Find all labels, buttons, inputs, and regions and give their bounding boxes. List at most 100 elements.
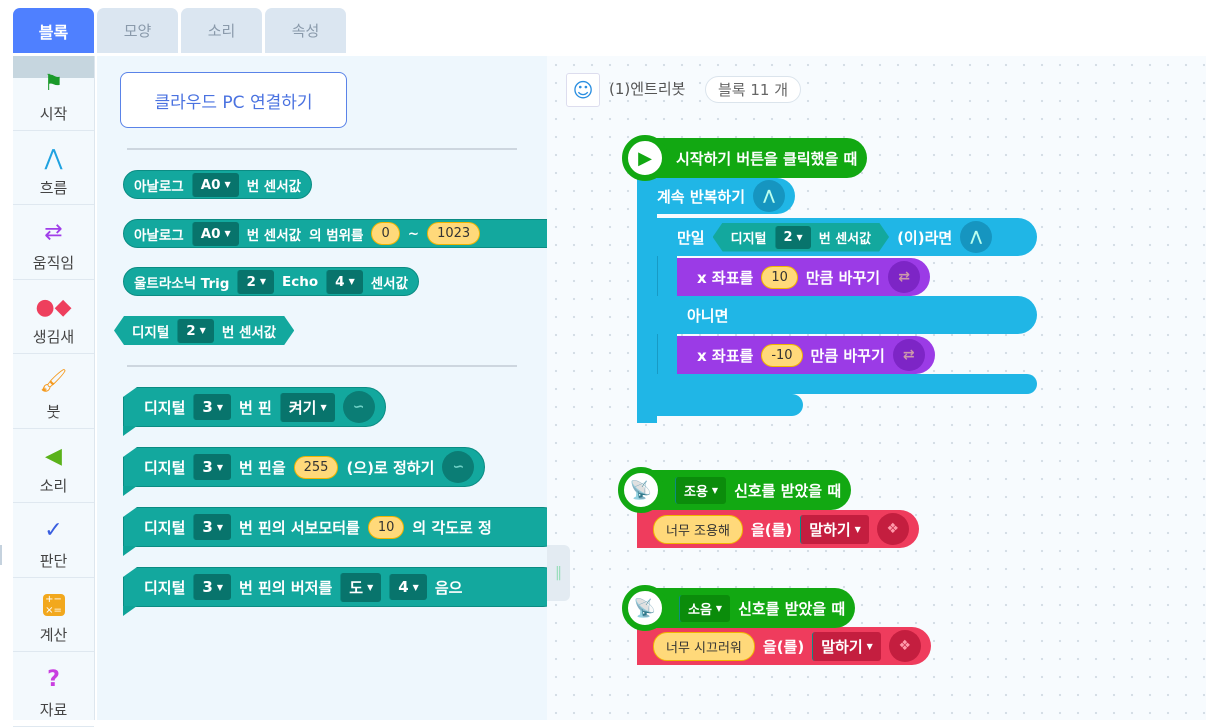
left-resize-handle[interactable]	[0, 545, 4, 565]
signal-dropdown[interactable]: 조용	[675, 476, 727, 504]
tab-blocks[interactable]: 블록	[13, 8, 94, 53]
block-text: 시작하기 버튼을 클릭했을 때	[676, 149, 858, 168]
block-text: 디지털	[144, 458, 186, 477]
category-sound[interactable]: ◀소리	[13, 429, 94, 503]
divider	[127, 148, 517, 150]
value-input[interactable]: 255	[293, 455, 339, 479]
script-canvas[interactable]: ☺ (1)엔트리봇 블록 11 개 계속 반복하기⋀ 만일 디지털2번 센서값 …	[547, 56, 1206, 720]
tab-properties[interactable]: 속성	[265, 8, 346, 53]
digital-sensor-condition[interactable]: 디지털2번 센서값	[713, 223, 889, 252]
say-text-input[interactable]: 너무 시끄러워	[653, 631, 755, 661]
flow-icon: ⋀	[44, 145, 63, 171]
category-start[interactable]: ⚑시작	[13, 56, 94, 131]
category-label: 자료	[39, 700, 68, 719]
category-label: 계산	[39, 626, 68, 644]
buzzer-block[interactable]: 디지털3번 핀의 버저를도4음으	[123, 567, 547, 616]
x-amount-input[interactable]: -10	[761, 343, 803, 367]
echo-dropdown[interactable]: 4	[326, 269, 363, 294]
state-dropdown[interactable]: 켜기	[279, 392, 335, 422]
divider	[127, 365, 517, 367]
note-dropdown[interactable]: 도	[340, 572, 382, 602]
shapes-icon: ❖	[888, 630, 921, 662]
move-arrows-icon: ⇄	[44, 220, 63, 245]
block-text: 계속 반복하기	[657, 187, 746, 206]
category-looks[interactable]: ●◆생김새	[13, 280, 94, 354]
say-text-input[interactable]: 너무 조용해	[653, 514, 743, 544]
panel-resize-handle[interactable]: ‖	[547, 545, 570, 601]
block-text: 을(를)	[750, 520, 793, 539]
category-brush[interactable]: 🖌붓	[13, 354, 94, 429]
cloud-pc-connect-button[interactable]: 클라우드 PC 연결하기	[120, 72, 347, 128]
pin-dropdown[interactable]: A0	[191, 221, 239, 246]
block-text: 울트라소닉 Trig	[134, 275, 230, 292]
speaker-icon: ◀	[45, 443, 62, 469]
say-mode-dropdown[interactable]: 말하기	[800, 514, 869, 544]
block-text: 번 핀의 서보모터를	[239, 518, 360, 537]
block-text: 의 각도로 정	[412, 518, 492, 537]
move-arrows-icon: ⇄	[888, 261, 921, 293]
analog-sensor-block[interactable]: 아날로그A0번 센서값	[123, 170, 313, 199]
block-text: 번 핀	[239, 398, 272, 417]
block-text: x 좌표를	[697, 268, 754, 287]
block-text: 번 핀의 버저를	[239, 578, 333, 597]
servo-block[interactable]: 디지털 3 번 핀의 서보모터를 10 의 각도로 정	[123, 507, 547, 556]
digital-sensor-block[interactable]: 디지털2번 센서값	[114, 316, 294, 345]
when-signal-received-block[interactable]: 소음신호를 받았을 때	[641, 588, 856, 628]
category-judge[interactable]: ✓판단	[13, 503, 94, 578]
category-move[interactable]: ⇄움직임	[13, 205, 94, 280]
category-label: 붓	[46, 402, 61, 421]
category-label: 판단	[39, 551, 68, 570]
tab-shapes[interactable]: 모양	[97, 8, 178, 53]
tab-sounds[interactable]: 소리	[181, 8, 262, 53]
block-text: Echo	[282, 273, 319, 290]
category-flow[interactable]: ⋀ 흐름	[13, 131, 94, 205]
signal-antenna-icon: 📡	[622, 585, 668, 631]
block-text: 을(를)	[762, 637, 805, 656]
when-start-clicked-block[interactable]: 시작하기 버튼을 클릭했을 때	[642, 138, 868, 178]
calculator-icon: +−×=	[42, 590, 65, 620]
digital-pin-on-block[interactable]: 디지털3번 핀켜기∽	[123, 387, 386, 436]
pin-dropdown[interactable]: 3	[193, 514, 231, 540]
if-bottom	[657, 374, 1037, 394]
block-text: 번 핀을	[239, 458, 286, 477]
signal-dropdown[interactable]: 소음	[679, 594, 731, 622]
pin-dropdown[interactable]: 3	[193, 394, 231, 420]
block-text: 만일	[677, 228, 705, 247]
x-amount-input[interactable]: 10	[761, 265, 798, 289]
forever-loop-block[interactable]: 계속 반복하기⋀	[637, 178, 796, 214]
block-text: 아날로그	[134, 178, 184, 195]
pin-dropdown[interactable]: 3	[193, 454, 231, 480]
pin-dropdown[interactable]: 2	[177, 319, 214, 343]
angle-input[interactable]: 10	[367, 515, 405, 539]
trig-dropdown[interactable]: 2	[237, 269, 275, 294]
category-label: 흐름	[39, 179, 68, 197]
if-else-block[interactable]: 만일 디지털2번 센서값 (이)라면⋀	[657, 218, 1037, 256]
pin-dropdown[interactable]: 3	[193, 574, 231, 600]
when-signal-received-block[interactable]: 조용신호를 받았을 때	[637, 470, 852, 510]
category-data[interactable]: ?자료	[13, 652, 94, 727]
loop-arm	[637, 178, 657, 423]
block-text: 디지털	[144, 518, 186, 537]
block-text: 디지털	[144, 578, 186, 597]
say-mode-dropdown[interactable]: 말하기	[812, 631, 881, 661]
category-calc[interactable]: +−×= 계산	[13, 578, 94, 652]
octave-dropdown[interactable]: 4	[389, 574, 427, 600]
pin-dropdown[interactable]: 2	[775, 226, 811, 249]
block-text: x 좌표를	[697, 346, 754, 365]
say-block[interactable]: 너무 시끄러워 을(를) 말하기❖	[637, 627, 931, 665]
else-section: 아니면	[657, 296, 1037, 334]
shapes-icon: ●◆	[35, 294, 72, 320]
block-text: 아날로그	[134, 227, 184, 244]
min-input[interactable]: 0	[371, 222, 400, 245]
ultrasonic-block[interactable]: 울트라소닉 Trig2Echo4센서값	[123, 267, 419, 296]
block-text: 디지털	[132, 324, 170, 341]
pin-dropdown[interactable]: A0	[191, 172, 239, 197]
max-input[interactable]: 1023	[427, 222, 481, 245]
loop-bottom	[637, 394, 803, 416]
